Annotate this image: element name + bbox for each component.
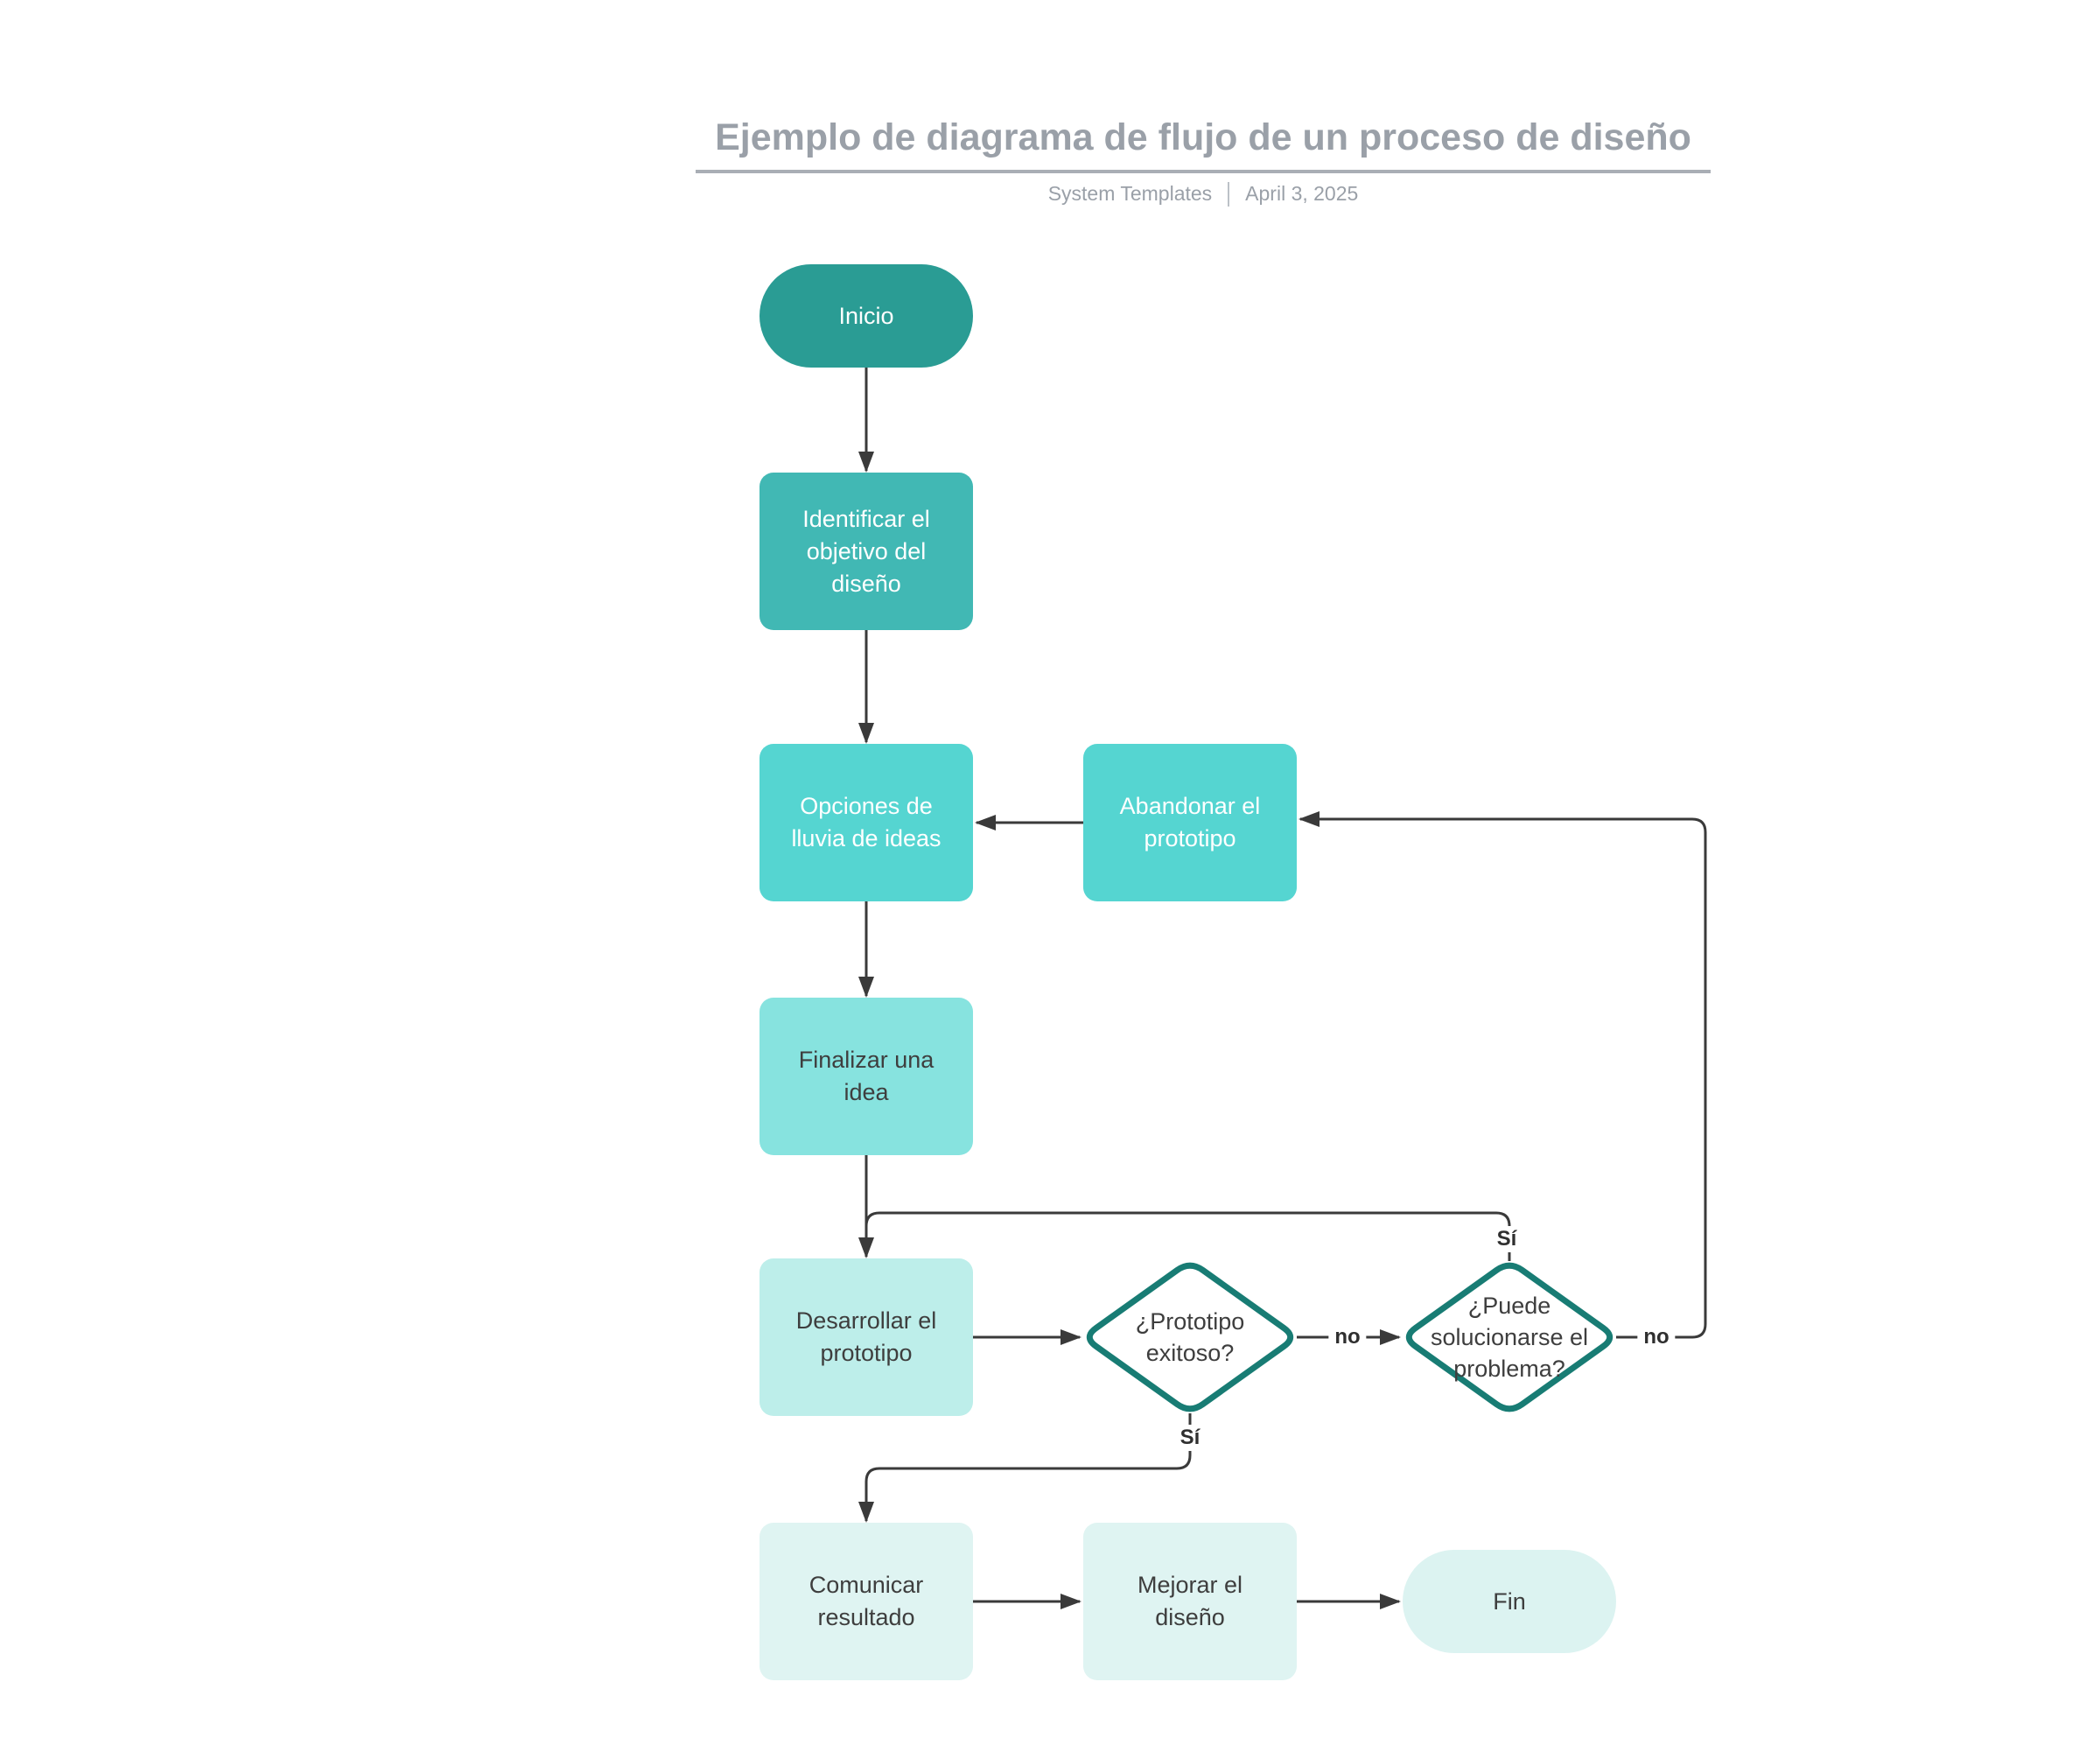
node-mejorar-diseno: Mejorar el diseño xyxy=(1083,1523,1297,1680)
node-fin: Fin xyxy=(1403,1550,1616,1653)
decision-puede-solucionarse-label: ¿Puede solucionarse el problema? xyxy=(1430,1293,1589,1382)
node-abandonar-label: Abandonar el prototipo xyxy=(1119,793,1261,851)
node-inicio: Inicio xyxy=(760,264,973,368)
date-label: April 3, 2025 xyxy=(1245,182,1359,206)
connector-puede-desarrollar xyxy=(864,1211,1511,1261)
page-title: Ejemplo de diagrama de flujo de un proce… xyxy=(696,116,1711,173)
decision-shape-prototipo-exitoso xyxy=(1086,1262,1294,1412)
node-mejorar-label: Mejorar el diseño xyxy=(1137,1572,1243,1630)
node-identificar-label: Identificar el objetivo del diseño xyxy=(802,505,930,597)
edge-label-solucionarse-si: Sí xyxy=(1490,1226,1523,1252)
edge-label-prototipo-si: Sí xyxy=(1173,1425,1207,1451)
node-inicio-label: Inicio xyxy=(838,302,894,329)
node-desarrollar-prototipo: Desarrollar el prototipo xyxy=(760,1258,973,1416)
node-opciones-label: Opciones de lluvia de ideas xyxy=(791,793,942,851)
node-abandonar-prototipo: Abandonar el prototipo xyxy=(1083,744,1297,901)
subtitle-divider xyxy=(1228,181,1230,207)
diagram-subtitle: System Templates April 3, 2025 xyxy=(696,181,1711,207)
connector-prototipo-comunicar xyxy=(858,1413,1192,1523)
node-finalizar-idea: Finalizar una idea xyxy=(760,998,973,1155)
diagram-header: Ejemplo de diagrama de flujo de un proce… xyxy=(696,116,1711,207)
node-comunicar-label: Comunicar resultado xyxy=(808,1572,924,1630)
edge-label-prototipo-no: no xyxy=(1328,1324,1367,1350)
decision-prototipo-exitoso-label: ¿Prototipo exitoso? xyxy=(1135,1308,1245,1366)
node-identificar-objetivo: Identificar el objetivo del diseño xyxy=(760,473,973,630)
node-comunicar-resultado: Comunicar resultado xyxy=(760,1523,973,1680)
node-finalizar-label: Finalizar una idea xyxy=(798,1047,934,1105)
node-opciones-lluvia-ideas: Opciones de lluvia de ideas xyxy=(760,744,973,901)
decision-shape-puede-solucionarse xyxy=(1405,1262,1614,1412)
connector-puede-abandonar xyxy=(1298,811,1707,1339)
author-label: System Templates xyxy=(1047,182,1213,206)
edge-label-solucionarse-no: no xyxy=(1637,1324,1676,1350)
node-desarrollar-label: Desarrollar el prototipo xyxy=(795,1307,937,1366)
node-fin-label: Fin xyxy=(1493,1587,1526,1615)
